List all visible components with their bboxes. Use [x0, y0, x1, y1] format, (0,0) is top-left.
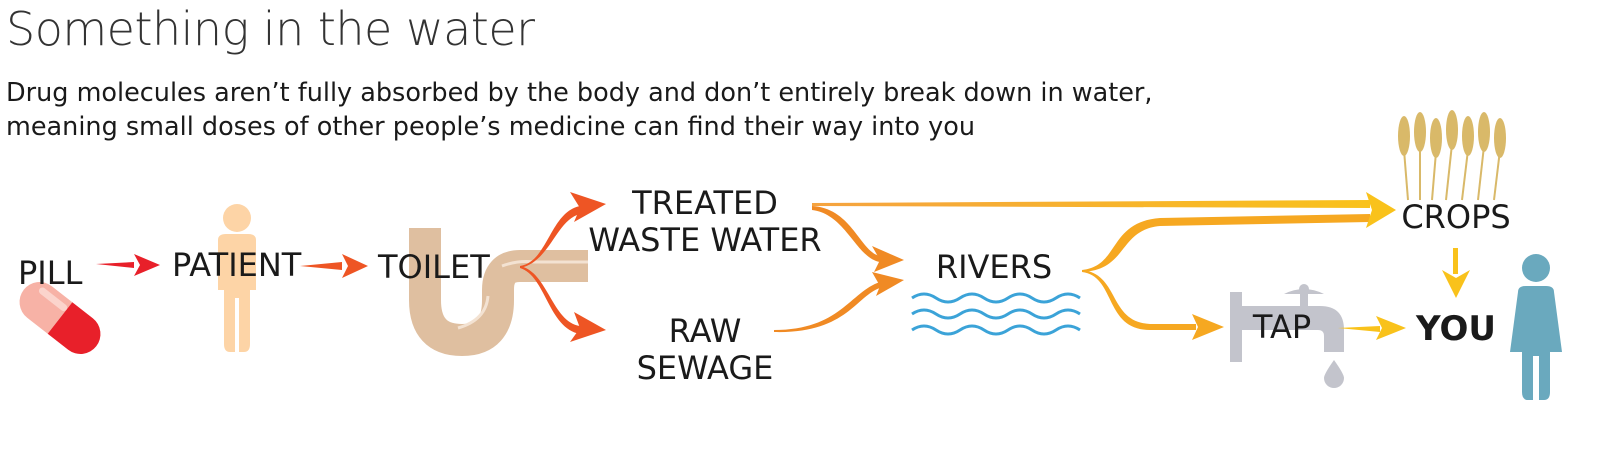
label-tap: TAP — [1252, 308, 1311, 346]
tap-icon — [1230, 284, 1344, 388]
subtitle-line-1: Drug molecules aren’t fully absorbed by … — [6, 78, 1153, 108]
waves-icon — [911, 292, 1081, 336]
person-icon — [1510, 254, 1562, 400]
arrow-toilet-to-raw — [520, 266, 606, 342]
diagram-title: Something in the water — [6, 2, 535, 56]
diagram-subtitle: Drug molecules aren’t fully absorbed by … — [6, 76, 1186, 144]
patient-icon — [218, 204, 256, 352]
label-rivers: RIVERS — [936, 248, 1052, 286]
label-treated-line1: TREATED — [631, 184, 778, 222]
label-treated-line2: WASTE WATER — [588, 221, 821, 259]
arrow-crops-to-you — [1442, 248, 1470, 298]
arrow-patient-to-toilet — [300, 254, 368, 278]
label-you: YOU — [1415, 309, 1496, 349]
arrow-rivers-to-crops — [1082, 192, 1396, 272]
arrow-pill-to-patient — [96, 254, 160, 276]
arrow-rivers-to-tap — [1082, 270, 1224, 340]
label-pill: PILL — [18, 254, 83, 292]
arrow-raw-to-rivers — [774, 272, 904, 333]
pill-icon — [19, 282, 101, 354]
label-raw-line2: SEWAGE — [637, 349, 774, 387]
wheat-icon — [1398, 110, 1506, 201]
pipe-icon — [409, 228, 588, 357]
label-crops: CROPS — [1401, 198, 1510, 236]
arrow-treated-to-rivers — [812, 206, 904, 272]
arrow-tap-to-you — [1338, 316, 1406, 340]
subtitle-line-2: meaning small doses of other people’s me… — [6, 112, 975, 142]
label-toilet: TOILET — [377, 248, 490, 286]
label-raw-line1: RAW — [669, 312, 742, 350]
label-patient: PATIENT — [172, 246, 302, 284]
arrow-treated-to-crops — [812, 200, 1370, 208]
arrow-toilet-to-treated — [520, 192, 606, 268]
